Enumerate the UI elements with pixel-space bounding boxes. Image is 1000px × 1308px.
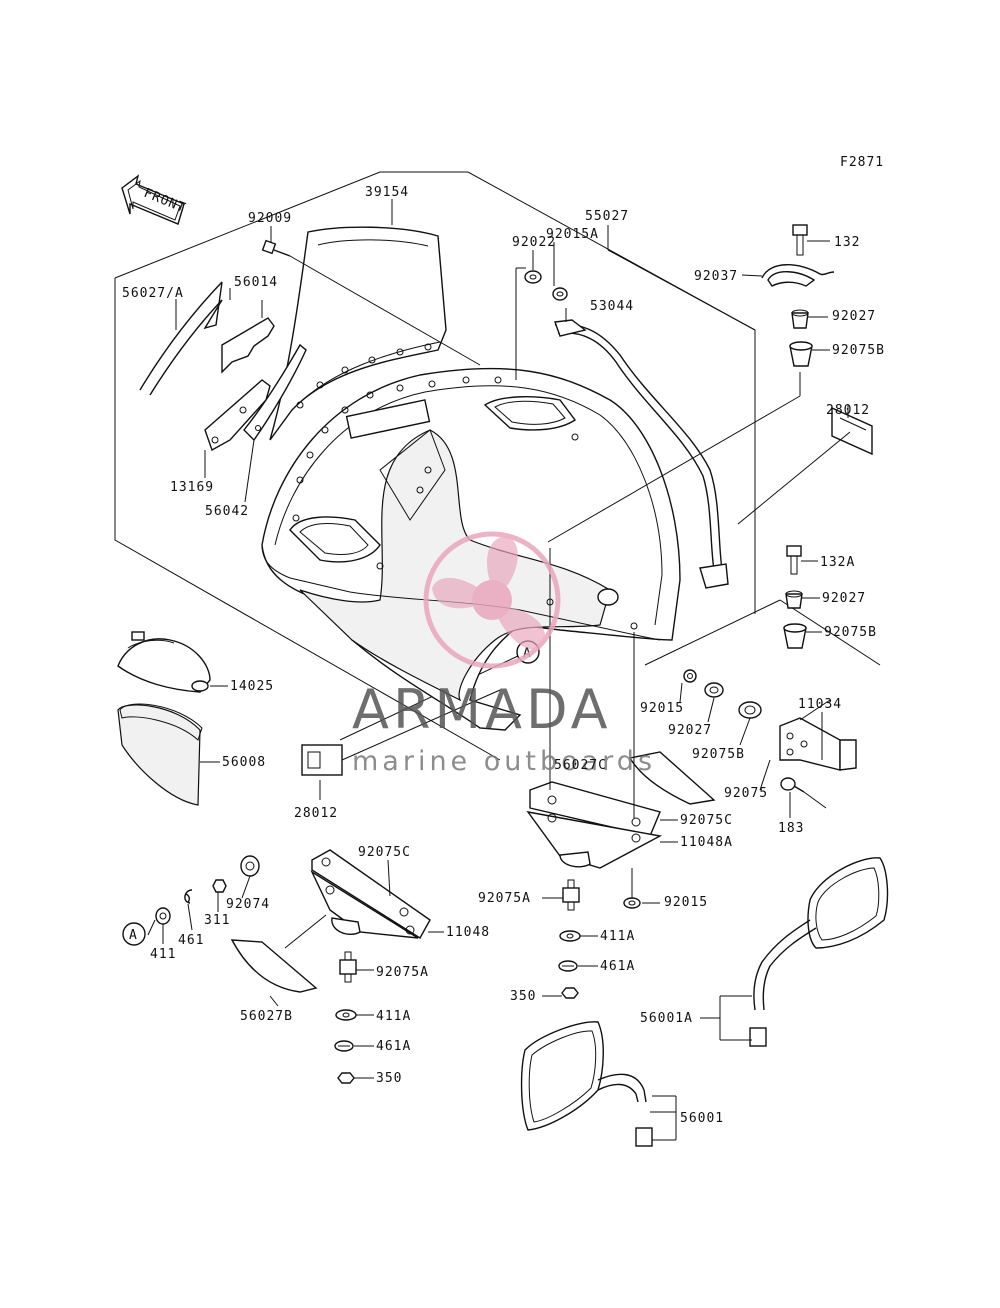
part-label-11034: 11034 (798, 697, 842, 712)
part-label-132a: 132A (820, 555, 855, 570)
grommet-92075B-low-icon (738, 701, 762, 719)
grommet-plug (597, 588, 619, 606)
part-label-411a-right: 411A (600, 929, 635, 944)
part-label-92075b-top: 92075B (832, 343, 885, 358)
part-label-56014: 56014 (234, 275, 278, 290)
windshield (269, 226, 447, 441)
part-label-92037: 92037 (694, 269, 738, 284)
part-label-92075a-left: 92075A (376, 965, 429, 980)
part-label-311: 311 (204, 913, 230, 928)
svg-text:A: A (129, 928, 138, 943)
bolt-183-icon (780, 777, 827, 809)
leader-lines (147, 199, 849, 1079)
part-label-28012-right: 28012 (826, 403, 870, 418)
part-label-92027-top: 92027 (832, 309, 876, 324)
cover-14025 (117, 631, 211, 693)
part-label-39154: 39154 (365, 185, 409, 200)
hardware-bottom-left (155, 855, 260, 925)
part-label-350-right: 350 (510, 989, 536, 1004)
part-label-92075b-low: 92075B (692, 747, 745, 762)
part-label-92075: 92075 (724, 786, 768, 801)
part-label-92075b-mid: 92075B (824, 625, 877, 640)
watermark-tagline: marine outboards (352, 746, 656, 777)
part-label-92075c-right: 92075C (680, 813, 733, 828)
part-label-56001a: 56001A (640, 1011, 693, 1026)
front-arrow-icon: FRONT (121, 174, 188, 225)
assembly-outline (114, 171, 881, 761)
figure-code: F2871 (840, 155, 884, 170)
part-label-92075a-right: 92075A (478, 891, 531, 906)
bracket-11034 (779, 699, 857, 771)
pocket-56008 (117, 703, 203, 806)
plate-56014 (221, 300, 275, 374)
part-label-92027-mid: 92027 (822, 591, 866, 606)
part-label-55027: 55027 (585, 209, 629, 224)
part-label-28012-left: 28012 (294, 806, 338, 821)
part-label-11048: 11048 (446, 925, 490, 940)
label-28012-right-icon (737, 406, 873, 525)
collar-92027-mid-icon (785, 590, 820, 609)
callout-a-left: A (122, 922, 146, 946)
bolt-92009-icon (261, 239, 481, 366)
watermark-brand: ARMADA (352, 678, 612, 741)
deck-body (261, 367, 681, 731)
bolt-132A-icon (786, 545, 818, 575)
part-label-56008: 56008 (222, 755, 266, 770)
part-label-56001: 56001 (680, 1111, 724, 1126)
hardware-left-stack (334, 951, 357, 1084)
part-label-53044: 53044 (590, 299, 634, 314)
part-label-411a-left: 411A (376, 1009, 411, 1024)
part-label-11048a: 11048A (680, 835, 733, 850)
mount-11048A (526, 548, 663, 869)
part-label-92074: 92074 (226, 897, 270, 912)
mount-11048 (284, 849, 431, 949)
part-label-183: 183 (778, 821, 804, 836)
grommet-92075B-top-icon (547, 341, 830, 543)
mirror-56001 (520, 1021, 677, 1147)
part-label-14025: 14025 (230, 679, 274, 694)
washer-92022-icon (524, 270, 542, 284)
clip-92037-icon (741, 264, 835, 287)
propeller-logo-icon (423, 531, 561, 669)
part-label-461: 461 (178, 933, 204, 948)
seal-53044 (554, 319, 729, 589)
part-label-92022: 92022 (512, 235, 556, 250)
part-label-92027-low: 92027 (668, 723, 712, 738)
part-label-461a-left: 461A (376, 1039, 411, 1054)
part-label-92009: 92009 (248, 211, 292, 226)
grommet-92075B-mid-icon (783, 623, 822, 649)
rim-holes (292, 376, 638, 630)
decal-56027C (628, 751, 716, 805)
part-label-411: 411 (150, 947, 176, 962)
bolt-132-icon (792, 224, 830, 256)
label-28012-left-icon (301, 689, 501, 776)
part-label-461a-right: 461A (600, 959, 635, 974)
nut-92015-left-icon (683, 669, 697, 683)
part-label-13169: 13169 (170, 480, 214, 495)
decal-56027B (230, 939, 318, 993)
part-label-92015-left: 92015 (640, 701, 684, 716)
part-label-92015-right: 92015 (664, 895, 708, 910)
part-label-56027a: 56027/A (122, 286, 184, 301)
nut-92015A-icon (552, 287, 568, 301)
part-label-132: 132 (834, 235, 860, 250)
strip-56042 (243, 343, 307, 442)
part-label-350-left: 350 (376, 1071, 402, 1086)
part-label-56027c: 56027C (554, 758, 607, 773)
part-label-56042: 56042 (205, 504, 249, 519)
collar-92027-low-icon (704, 682, 724, 698)
part-label-92015a: 92015A (546, 227, 599, 242)
mirror-56001A (719, 857, 889, 1047)
collar-92027-top-icon (791, 309, 828, 329)
armada-watermark: ARMADA marine outboards (352, 531, 656, 777)
decal-56027A (139, 281, 223, 396)
part-label-56027b: 56027B (240, 1009, 293, 1024)
part-label-92075c-left: 92075C (358, 845, 411, 860)
